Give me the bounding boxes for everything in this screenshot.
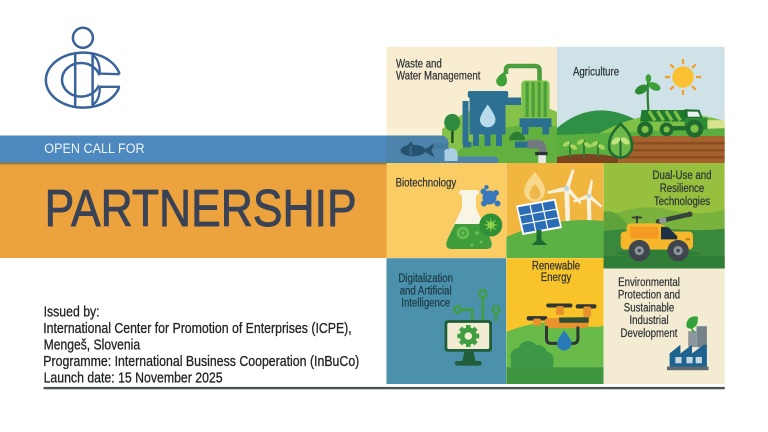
svg-text:Waste and: Waste and [396,59,442,71]
svg-text:Industrial: Industrial [629,315,668,327]
svg-text:Environmental: Environmental [618,277,680,289]
svg-text:Mengeš, Slovenia: Mengeš, Slovenia [44,337,141,354]
svg-text:Energy: Energy [541,272,572,284]
svg-text:Dual-Use and: Dual-Use and [653,170,712,182]
svg-text:Development: Development [621,328,679,340]
svg-text:Sustainable: Sustainable [624,302,674,314]
svg-text:Biotechnology: Biotechnology [396,177,457,189]
svg-text:and Artificial: and Artificial [400,285,452,297]
svg-text:International Center for Promo: International Center for Promotion of En… [43,320,352,337]
svg-text:Resilience: Resilience [660,183,705,195]
svg-text:Issued by:: Issued by: [44,303,100,320]
svg-text:Renewable: Renewable [532,260,580,272]
svg-text:Launch date: 15 November 2025: Launch date: 15 November 2025 [44,370,223,387]
svg-text:Technologies: Technologies [654,196,711,208]
svg-text:PARTNERSHIP: PARTNERSHIP [45,179,357,237]
svg-text:Water Management: Water Management [396,71,481,83]
svg-text:Digitalization: Digitalization [398,273,453,285]
svg-text:Intelligence: Intelligence [401,298,450,310]
svg-text:Agriculture: Agriculture [573,66,619,78]
svg-text:Programme: International Busin: Programme: International Business Cooper… [43,353,359,370]
svg-text:OPEN CALL FOR: OPEN CALL FOR [44,141,145,156]
svg-text:Protection and: Protection and [618,290,680,302]
